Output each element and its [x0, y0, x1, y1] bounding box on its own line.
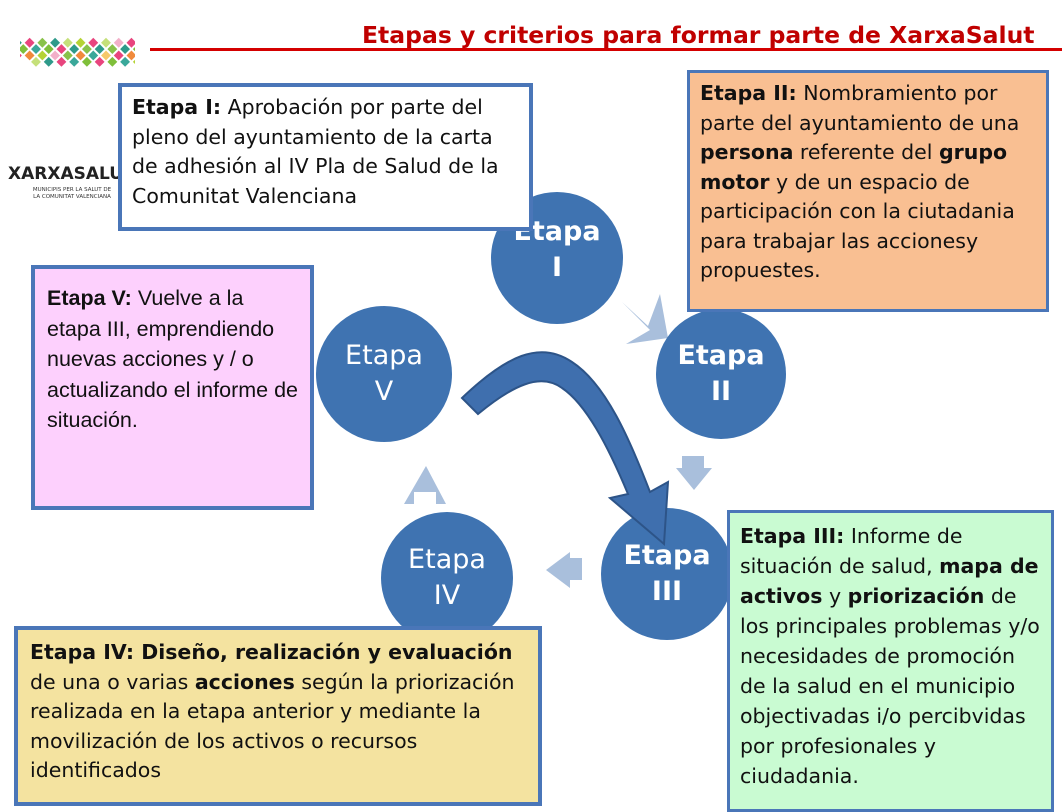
stage-v-text: Vuelve a la etapa III, emprendiendo nuev… — [47, 286, 298, 432]
stage-i-heading: Etapa I: — [132, 95, 222, 119]
xarxasalut-logo-icon — [20, 37, 135, 67]
stage-v-heading: Etapa V: — [47, 286, 132, 310]
logo-wordmark: XARXASALUT — [8, 164, 135, 184]
cycle-arrow-ii-iii — [676, 456, 712, 490]
page-title: Etapas y criterios para formar parte de … — [362, 21, 1035, 49]
stage-circle-iii-label: Etapa III — [623, 540, 711, 607]
return-arrow — [460, 351, 670, 547]
stage-ii-box: Etapa II: Nombramiento por parte del ayu… — [687, 70, 1049, 312]
stage-iv-box: Etapa IV: Diseño, realización y evaluaci… — [14, 626, 542, 806]
cycle-arrow-iii-iv — [546, 552, 582, 588]
title-underline — [150, 48, 1062, 51]
stage-iii-heading: Etapa III: — [740, 524, 845, 548]
stage-i-text: Aprobación por parte del pleno del ayunt… — [132, 95, 499, 208]
stage-v-box: Etapa V: Vuelve a la etapa III, emprendi… — [31, 265, 314, 510]
stage-ii-heading: Etapa II: — [700, 81, 797, 105]
stage-circle-ii-label: Etapa II — [677, 340, 765, 407]
cycle-arrow-i-ii — [622, 294, 668, 344]
stage-circle-v — [316, 306, 452, 442]
stage-circle-iv-label: Etapa IV — [408, 544, 486, 611]
stage-i-box: Etapa I: Aprobación por parte del pleno … — [118, 83, 533, 231]
stage-iv-heading: Etapa IV: Diseño, realización y evaluaci… — [30, 640, 513, 664]
stage-circle-ii — [656, 309, 786, 439]
stage-circle-iii — [601, 508, 733, 640]
stage-circle-iv — [381, 512, 513, 644]
stage-iii-box: Etapa III: Informe de situación de salud… — [727, 510, 1054, 812]
logo-tagline: MUNICIPIS PER LA SALUT DE LA COMUNITAT V… — [32, 187, 112, 200]
cycle-arrow-iv-v — [404, 466, 446, 504]
stage-circle-v-label: Etapa V — [345, 340, 423, 407]
